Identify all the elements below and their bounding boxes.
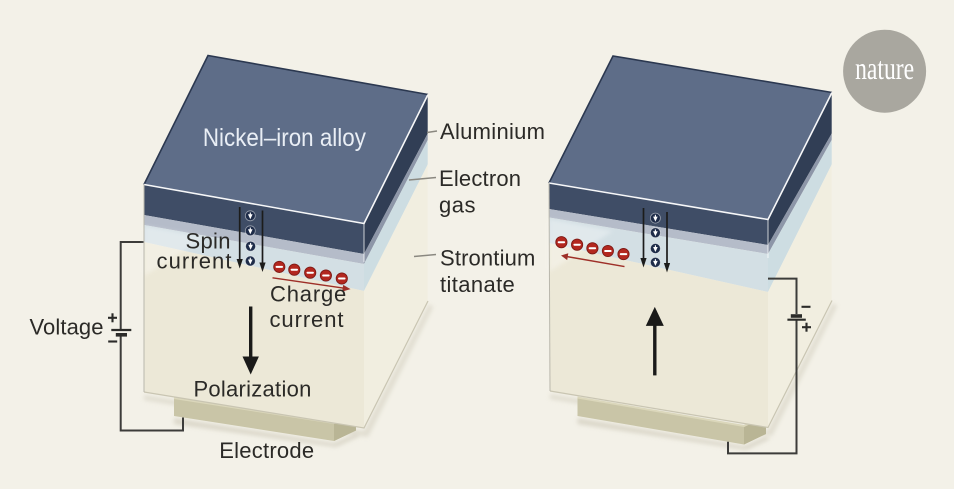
svg-text:Aluminium: Aluminium [440,119,545,144]
svg-text:current: current [270,307,344,332]
svg-text:Strontium: Strontium [440,246,535,271]
svg-text:Voltage: Voltage [30,315,104,340]
svg-text:Electrode: Electrode [219,438,314,463]
svg-text:current: current [157,249,232,274]
svg-text:Polarization: Polarization [193,377,311,402]
svg-text:Spin: Spin [186,229,231,254]
svg-text:gas: gas [439,193,476,218]
svg-text:Charge: Charge [270,282,346,307]
svg-text:nature: nature [855,53,914,87]
svg-text:titanate: titanate [440,272,515,297]
svg-text:Electron: Electron [439,166,521,191]
svg-text:Nickel–iron alloy: Nickel–iron alloy [203,124,366,152]
